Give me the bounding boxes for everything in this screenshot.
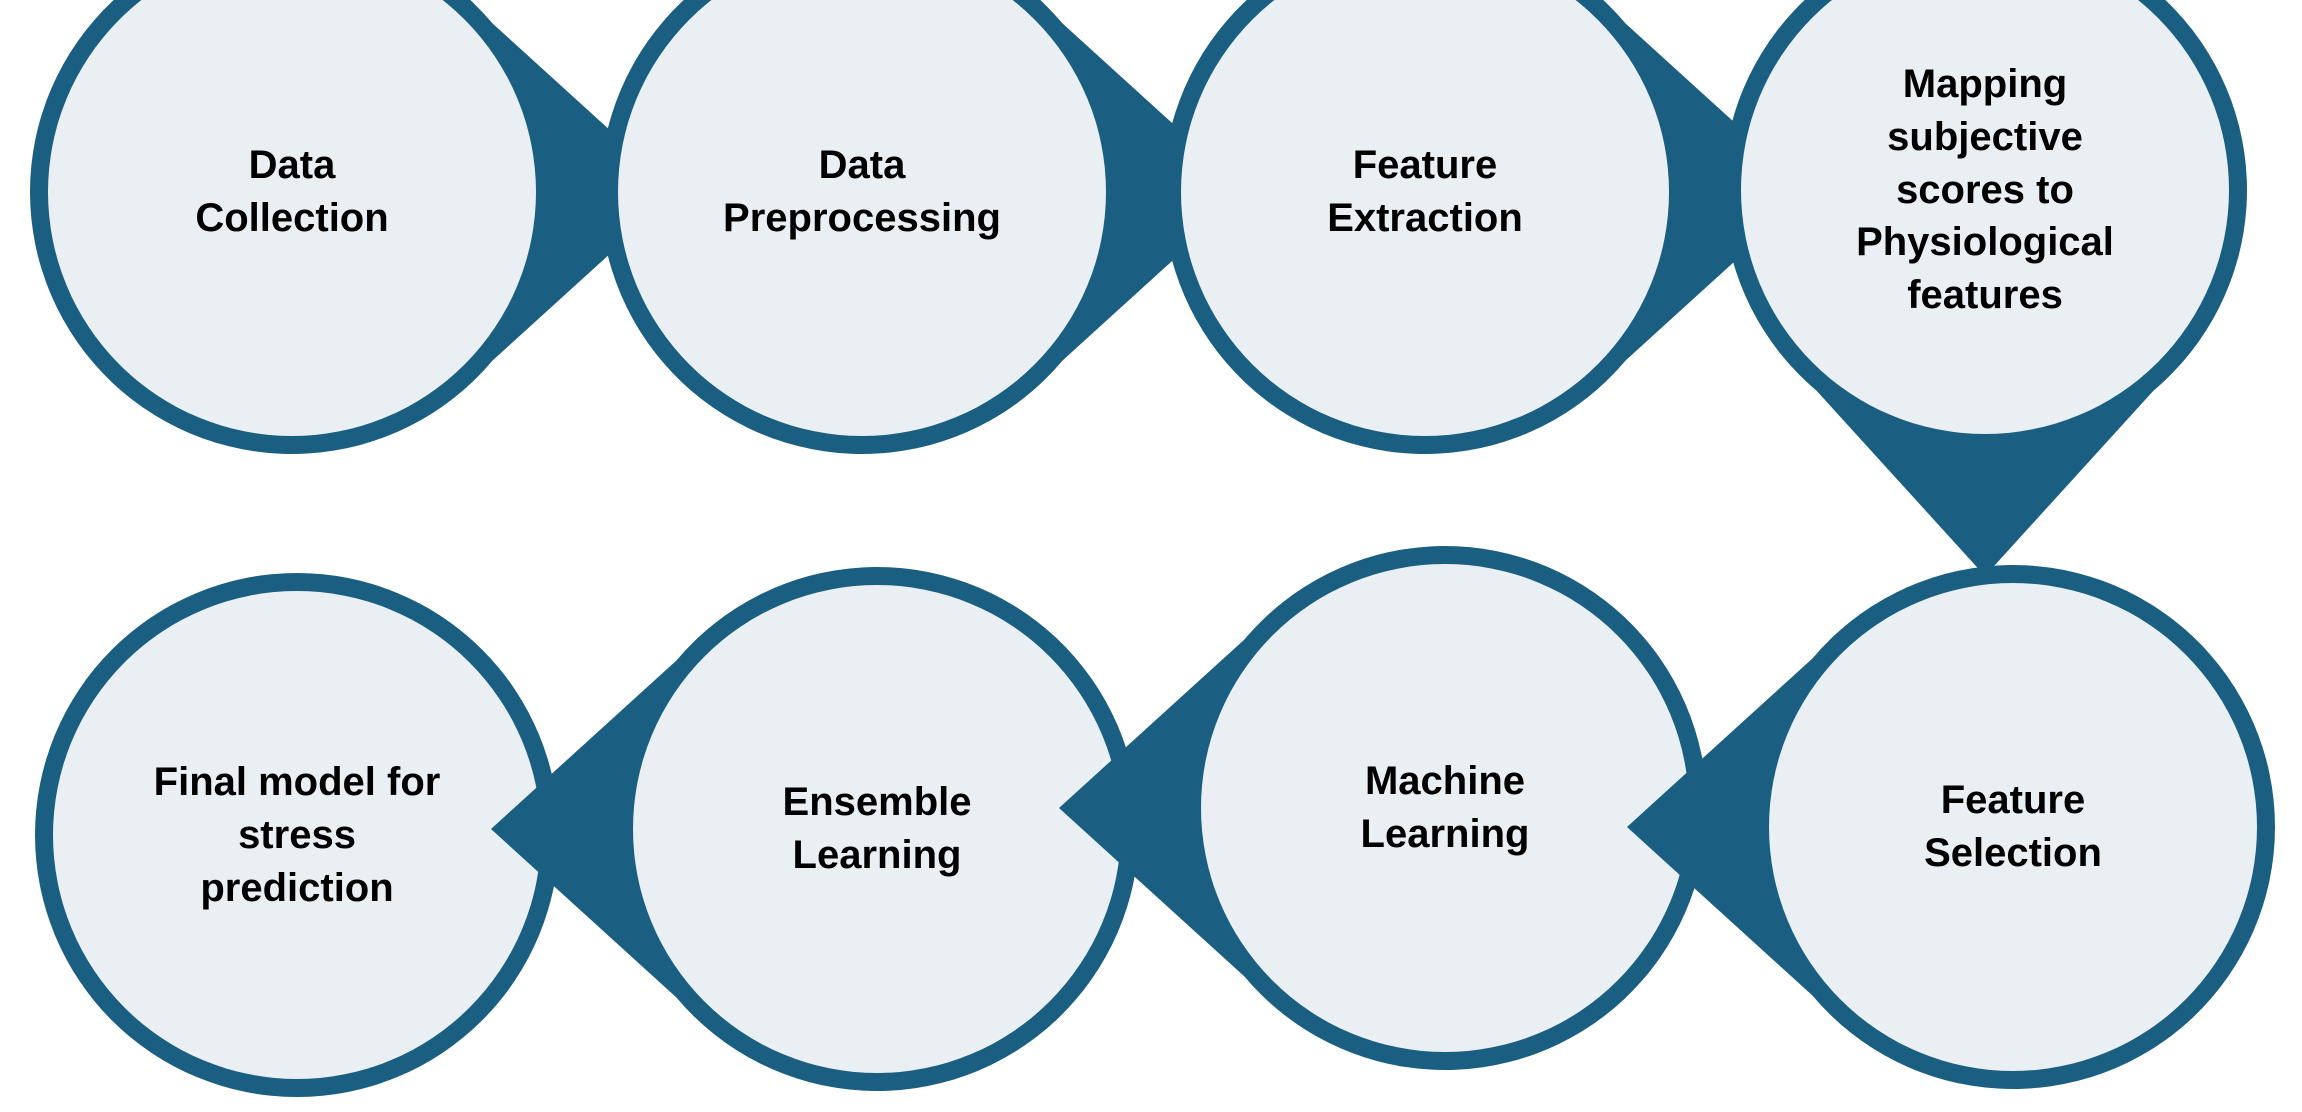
- step-label-ensemble-learning: Ensemble Learning: [782, 780, 972, 877]
- step-label-data-preprocessing: Data Preprocessing: [723, 143, 1001, 240]
- step-label-feature-extraction: Feature Extraction: [1327, 143, 1523, 240]
- step-label-data-collection: Data Collection: [195, 143, 389, 240]
- step-fill-machine-learning: [1201, 564, 1689, 1052]
- step-fill-data-preprocessing: [618, 0, 1106, 436]
- step-label-machine-learning: Machine Learning: [1360, 759, 1530, 856]
- step-label-feature-selection: Feature Selection: [1924, 778, 2102, 875]
- step-label-final-model: Final model for stress prediction: [153, 759, 441, 910]
- step-fill-mapping-scores: [1741, 0, 2229, 434]
- step-fill-data-collection: [48, 0, 536, 436]
- step-fill-ensemble-learning: [633, 585, 1121, 1073]
- step-fill-feature-extraction: [1181, 0, 1669, 436]
- step-fill-final-model: [53, 591, 541, 1079]
- step-label-mapping-scores: Mapping subjective scores to Physiologic…: [1856, 62, 2114, 318]
- step-fill-feature-selection: [1769, 583, 2257, 1071]
